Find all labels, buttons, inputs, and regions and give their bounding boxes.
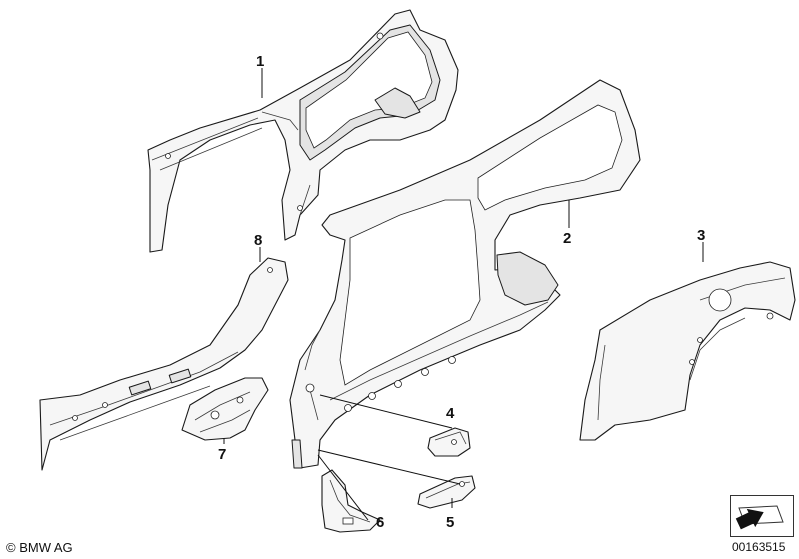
- callout-6: 6: [376, 514, 384, 531]
- part-8-sill-panel[interactable]: [39, 257, 289, 471]
- callout-4: 4: [446, 405, 455, 422]
- part-2-side-frame[interactable]: [289, 79, 641, 469]
- part-3-rear-side-panel[interactable]: [579, 261, 796, 441]
- part-7-reinforcement-plate[interactable]: [181, 377, 269, 441]
- callout-3: 3: [697, 227, 705, 244]
- leader-lines: [223, 68, 704, 521]
- callout-1: 1: [256, 53, 264, 70]
- copyright-text: © BMW AG: [6, 540, 73, 555]
- part-4-bracket[interactable]: [427, 427, 471, 457]
- callout-7: 7: [218, 446, 226, 463]
- callout-8: 8: [254, 232, 262, 249]
- callout-2: 2: [563, 230, 571, 247]
- callout-5: 5: [446, 514, 454, 531]
- reference-icon: [730, 495, 794, 537]
- part-6-lower-bracket[interactable]: [321, 469, 381, 533]
- diagram-reference-number: 00163515: [732, 540, 786, 554]
- part-1-side-frame-upper[interactable]: [147, 9, 459, 253]
